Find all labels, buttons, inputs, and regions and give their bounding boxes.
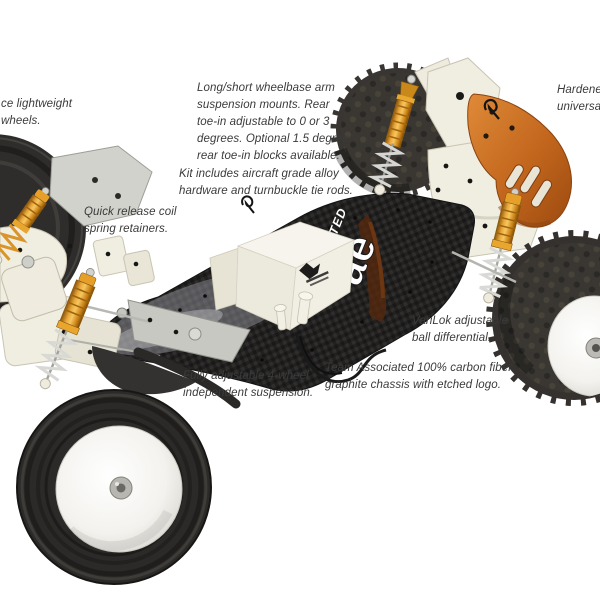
front-shock-right: [34, 268, 97, 390]
body-clip-icon: [483, 98, 500, 120]
body-clip-icon: [241, 195, 255, 214]
callout-adjustable-suspension: Fully adjustable 4-wheel independent sus…: [183, 370, 314, 399]
body-post: [273, 304, 287, 331]
wiring: [294, 331, 387, 383]
callout-wheelbase-mounts: Long/short wheelbase arm suspension moun…: [197, 82, 349, 162]
callout-alloy-hardware: Kit includes aircraft grade alloy hardwa…: [179, 168, 353, 197]
front-left-wheel: [16, 389, 212, 585]
callout-coil-retainers: Quick release coil spring retainers.: [84, 206, 177, 235]
rear-right-wheel: [486, 230, 600, 406]
motor-plate: [467, 93, 572, 228]
turnbuckle-rod: [451, 250, 517, 284]
body-post: [296, 291, 314, 325]
callout-varilok-diff: VariLok adjustable ball differential.: [412, 315, 508, 344]
rear-shock-left: [367, 74, 420, 196]
front-arm: [133, 347, 241, 409]
callout-hardened-universals: Hardened universal: [557, 84, 600, 113]
front-bumper: [92, 346, 196, 395]
front-shock-left: [0, 187, 50, 265]
receiver-box: [209, 221, 356, 331]
box-decal: [299, 262, 329, 287]
callout-lightweight-wheels: ce lightweight wheels.: [1, 98, 73, 127]
callout-carbon-chassis: Team Associated 100% carbon fiber graphi…: [325, 362, 513, 391]
